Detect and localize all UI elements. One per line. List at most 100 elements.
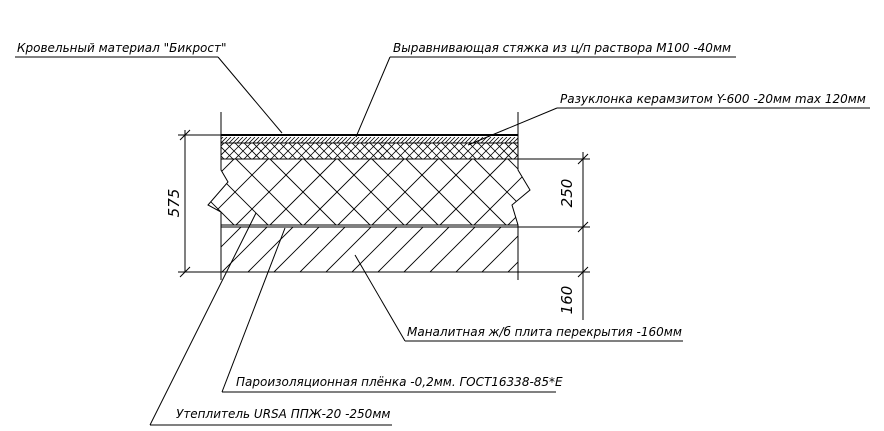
callout-slab: Маналитная ж/б плита перекрытия -160мм [354, 254, 683, 342]
hatch-line [508, 137, 516, 143]
hatch-line [308, 137, 316, 143]
hatch-line [190, 143, 206, 159]
hatch-line [484, 137, 492, 143]
hatch-line [342, 143, 360, 159]
hatch-line [296, 137, 304, 143]
hatch-line [405, 159, 473, 225]
hatch-line [209, 137, 215, 143]
hatch-line [459, 143, 477, 159]
hatch-line [488, 137, 496, 143]
hatch-line [348, 137, 356, 143]
hatch-line [384, 137, 392, 143]
hatch-line [248, 137, 256, 143]
hatch-line [205, 137, 211, 143]
label-slab: Маналитная ж/б плита перекрытия -160мм [407, 325, 682, 339]
hatch-line [440, 137, 448, 143]
hatch-line [388, 137, 396, 143]
hatch-line [403, 227, 450, 272]
hatch-line [432, 137, 440, 143]
hatch-line [269, 159, 337, 225]
hatch-line [100, 159, 166, 225]
hatch-line [380, 137, 388, 143]
dimension-total-value: 575 [165, 189, 183, 218]
hatch-line [260, 137, 268, 143]
hatch-line [481, 235, 518, 272]
callout-insulation: Утеплитель URSA ППЖ-20 -250мм [149, 212, 392, 426]
hatch-line [324, 137, 332, 143]
hatch-line [450, 143, 468, 159]
hatch-line [252, 143, 270, 159]
hatch-line [455, 227, 502, 272]
hatch-line [261, 143, 279, 159]
hatch-line [513, 143, 518, 148]
hatch-line [477, 143, 495, 159]
hatch-line [244, 137, 252, 143]
label-vapor: Пароизоляционная плёнка -0,2мм. ГОСТ1633… [236, 375, 563, 389]
hatch-line [284, 137, 292, 143]
hatch-line [221, 146, 234, 159]
hatch-line [610, 159, 676, 225]
hatch-line [272, 137, 280, 143]
hatch-line [468, 137, 476, 143]
hatch-line [320, 137, 328, 143]
hatch-line [405, 143, 423, 159]
hatch-line [240, 137, 248, 143]
hatch-line [364, 137, 372, 143]
hatch-line [504, 143, 518, 157]
hatch-line [208, 159, 235, 225]
hatch-line [336, 137, 344, 143]
hatch-line [408, 137, 416, 143]
hatch-line [360, 137, 368, 143]
hatch-line [504, 137, 512, 143]
hatch-line [376, 137, 384, 143]
hatch-line [541, 143, 557, 159]
hatch-line [368, 137, 376, 143]
hatch-line [456, 137, 464, 143]
hatch-line [288, 143, 306, 159]
hatch-line [324, 143, 342, 159]
hatch-line [428, 137, 436, 143]
hatch-line [247, 227, 294, 272]
hatch-line [312, 137, 320, 143]
hatch-line [256, 137, 264, 143]
hatch-line [208, 159, 235, 225]
hatch-line [224, 137, 232, 143]
hatch-line [199, 143, 215, 159]
hatch-line [337, 159, 405, 225]
hatch-line [299, 227, 346, 272]
hatch-line [541, 143, 557, 159]
slope-fill-hatch [205, 137, 518, 143]
hatch-line [492, 137, 500, 143]
dimension-insulation-value: 250 [558, 179, 576, 208]
hatch-line [513, 154, 518, 159]
hatch-line [228, 137, 236, 143]
hatch-line [325, 227, 372, 272]
hatch-line [316, 137, 324, 143]
hatch-line [356, 137, 364, 143]
hatch-line [170, 227, 215, 272]
hatch-line [436, 137, 444, 143]
hatch-line [441, 143, 459, 159]
hatch-line [221, 137, 228, 143]
label-slope: Разуклонка керамзитом Y-600 -20мм max 12… [560, 92, 866, 106]
hatch-line [270, 143, 288, 159]
hatch-line [452, 137, 460, 143]
hatch-line [304, 137, 312, 143]
hatch-line [507, 261, 518, 272]
hatch-line [268, 137, 276, 143]
callout-screed: Выравнивающая стяжка из ц/п раствора М10… [355, 41, 736, 138]
hatch-line [396, 137, 404, 143]
hatch-line [199, 143, 215, 159]
hatch-line [423, 143, 441, 159]
hatch-line [351, 227, 398, 272]
hatch-line [351, 143, 369, 159]
hatch-line [534, 227, 579, 272]
hatch-line [416, 137, 424, 143]
hatch-line [264, 137, 272, 143]
hatch-line [460, 137, 468, 143]
hatch-line [495, 143, 513, 159]
hatch-line [306, 143, 324, 159]
hatch-line [234, 143, 252, 159]
hatch-line [378, 143, 396, 159]
